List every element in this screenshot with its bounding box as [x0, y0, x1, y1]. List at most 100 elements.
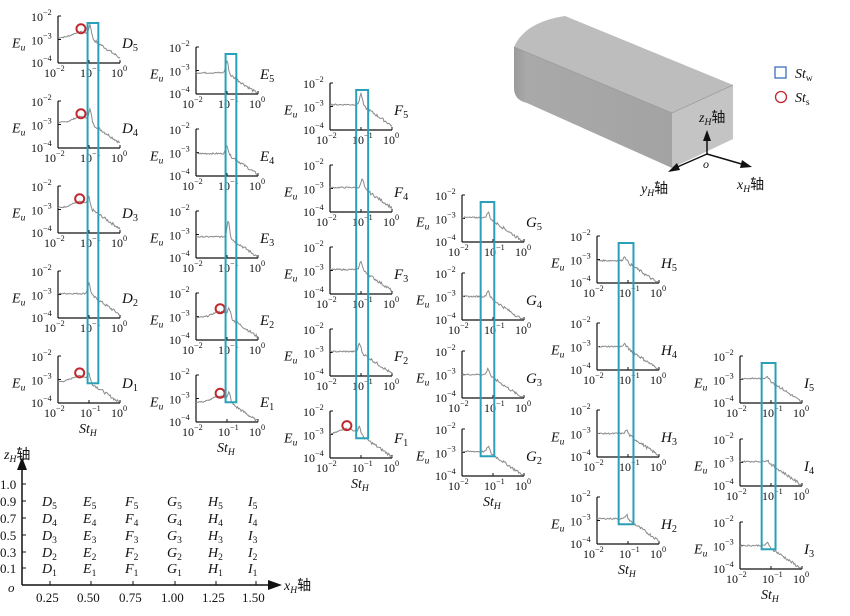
- y-axis-label-part: E: [149, 232, 159, 247]
- y-tick-label: 10−3: [169, 145, 190, 161]
- map-y-tick-label-part: 0.9: [0, 494, 16, 509]
- x-tick-label-part: −2: [595, 458, 604, 467]
- x-axis-label-part: H: [628, 570, 637, 580]
- x-tick-label-part: −1: [92, 319, 101, 328]
- x-tick-label-part: 10: [182, 425, 194, 439]
- origin-label-part: o: [703, 157, 709, 171]
- y-tick-label-part: 10: [713, 374, 725, 388]
- panel-label-part: 1: [133, 383, 138, 394]
- x-tick-label-part: 10: [80, 406, 92, 420]
- map-point-label-part: H: [207, 512, 219, 527]
- y-axis-label-part: u: [703, 384, 708, 394]
- y-tick-label: 10−4: [570, 274, 591, 290]
- x-tick-label-part: −2: [194, 341, 203, 350]
- x-tick-label: 10−2: [182, 341, 203, 357]
- x-tick-label-part: −2: [595, 371, 604, 380]
- panel-label: H4: [660, 343, 677, 361]
- x-tick-label-part: 10: [80, 151, 92, 165]
- map-point-label: F5: [124, 495, 139, 512]
- y-axis-label-part: u: [21, 299, 26, 309]
- y-tick-label-part: 10: [435, 423, 447, 437]
- y-axis-label-part: u: [293, 193, 298, 203]
- x-tick-label-part: 10: [448, 479, 460, 493]
- y-tick-label: 10−3: [31, 32, 52, 48]
- y-tick-label-part: 10: [570, 491, 582, 505]
- map-origin-label: o: [8, 580, 15, 595]
- y-tick-label-part: −4: [315, 449, 324, 458]
- y-tick-label-part: 10: [435, 189, 447, 203]
- y-tick-label-part: 10: [713, 540, 725, 554]
- x-tick-label-part: 0: [395, 213, 399, 222]
- map-point-label: G3: [167, 529, 182, 546]
- y-axis-label-part: u: [159, 321, 164, 331]
- map-x-label-part: 轴: [297, 578, 311, 594]
- model-top-face: [514, 16, 733, 113]
- map-point-label-part: 5: [177, 502, 182, 512]
- y-tick-label-part: −3: [582, 426, 591, 435]
- map-point-label: D1: [41, 562, 57, 579]
- y-axis-label-part: E: [11, 122, 21, 137]
- x-axis-label-part: H: [771, 595, 780, 605]
- y-tick-label: 10−3: [570, 513, 591, 529]
- y-tick-label: 10−4: [31, 139, 52, 155]
- map-point-label-part: 1: [218, 569, 223, 579]
- map-point-label-part: 5: [218, 502, 223, 512]
- y-tick-label-part: 10: [435, 213, 447, 227]
- x-tick-label: 10−2: [583, 284, 604, 300]
- x-tick-label-part: 0: [395, 377, 399, 386]
- map-point-label-part: 3: [92, 536, 97, 546]
- panel-label-part: 3: [809, 549, 814, 560]
- y-tick-label-part: −2: [43, 8, 52, 17]
- panel-label-part: 1: [403, 438, 408, 449]
- y-tick-label: 10−2: [31, 178, 52, 194]
- x-tick-label-part: −2: [194, 177, 203, 186]
- y-tick-label-part: −3: [315, 345, 324, 354]
- map-point-label-part: F: [124, 495, 134, 510]
- y-axis-label: Eu: [550, 344, 565, 361]
- map-point-label-part: I: [247, 495, 254, 510]
- y-tick-label: 10−2: [169, 285, 190, 301]
- legend-label-st-s-part: St: [795, 91, 807, 106]
- x-axis-label-part: St: [618, 563, 630, 578]
- y-tick-label: 10−3: [169, 391, 190, 407]
- x-tick-label-part: 10: [316, 133, 328, 147]
- panel-label-part: 3: [403, 274, 408, 285]
- x-tick-label-part: −2: [56, 64, 65, 73]
- y-tick-label-part: 10: [169, 41, 181, 55]
- x-tick-label-part: 10: [726, 489, 738, 503]
- panel-label-part: 4: [269, 156, 274, 167]
- y-tick-label-part: 10: [713, 562, 725, 576]
- x-tick-label-part: 10: [218, 425, 230, 439]
- panel-label-part: 2: [269, 320, 274, 331]
- y-axis-label: Eu: [11, 292, 26, 309]
- x-tick-label: 10−2: [44, 404, 65, 420]
- map-point-label-part: 1: [92, 569, 97, 579]
- y-tick-label-part: 10: [31, 350, 43, 364]
- panel-label-part: I: [803, 376, 810, 392]
- y-tick-label: 10−3: [303, 263, 324, 279]
- y-axis-label-part: 轴: [654, 181, 668, 197]
- panel-label-part: D: [121, 36, 133, 52]
- y-tick-label: 10−4: [303, 121, 324, 137]
- spectrum-line: [739, 459, 803, 486]
- map-point-label-part: 4: [52, 519, 57, 529]
- x-tick-label-part: −1: [230, 423, 239, 432]
- y-tick-label-part: 10: [169, 229, 181, 243]
- y-tick-label-part: 10: [169, 333, 181, 347]
- x-tick-label-part: 10: [583, 286, 595, 300]
- x-tick-label: 10−2: [182, 177, 203, 193]
- x-tick-label: 10−1: [619, 284, 640, 300]
- y-tick-label-part: −3: [725, 455, 734, 464]
- x-tick-label-part: −2: [194, 95, 203, 104]
- x-tick-label-part: 10: [762, 489, 774, 503]
- panel-label: G3: [526, 371, 542, 389]
- y-axis-label-part: E: [11, 207, 21, 222]
- map-point-label-part: I: [247, 562, 254, 577]
- y-tick-label: 10−2: [713, 348, 734, 364]
- spectrum-line: [57, 106, 121, 144]
- map-point-label: E5: [82, 495, 97, 512]
- y-tick-label: 10−2: [169, 121, 190, 137]
- y-tick-label: 10−4: [169, 413, 190, 429]
